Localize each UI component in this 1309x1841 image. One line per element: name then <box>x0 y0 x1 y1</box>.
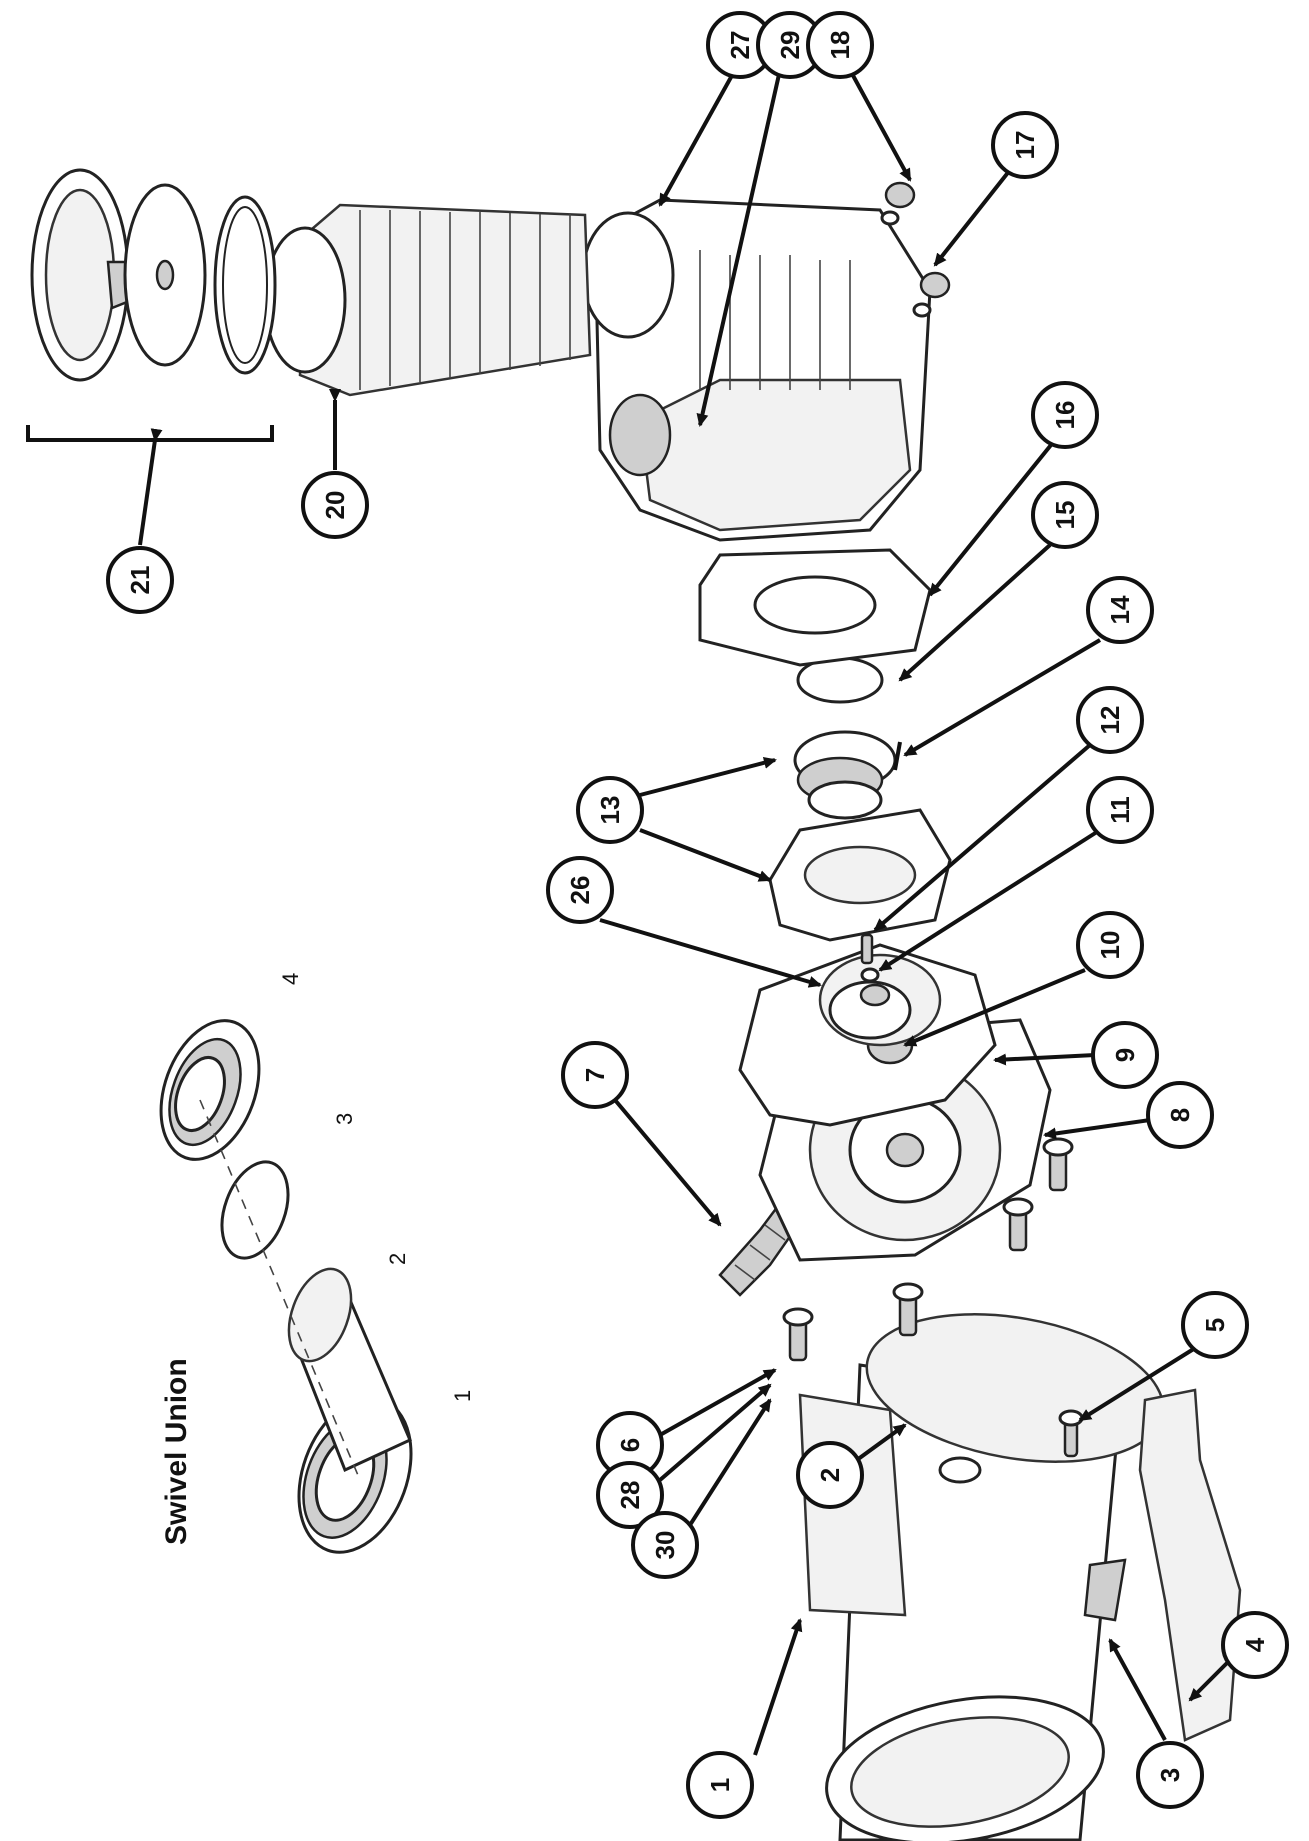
svg-text:7: 7 <box>580 1068 610 1082</box>
callout-18: 18 <box>806 11 874 79</box>
impeller <box>818 953 942 1047</box>
diffuser <box>768 730 952 942</box>
pump-housing <box>581 198 932 542</box>
svg-text:16: 16 <box>1050 401 1080 430</box>
callout-17: 17 <box>991 111 1059 179</box>
bolt <box>1058 1409 1084 1458</box>
callout-30: 30 <box>631 1511 699 1579</box>
callout-20: 20 <box>301 471 369 539</box>
callout-2: 2 <box>796 1441 864 1509</box>
swivel-union-label-3: 3 <box>332 1113 357 1125</box>
callout-5: 5 <box>1181 1291 1249 1359</box>
callout-7: 7 <box>561 1041 629 1109</box>
union-centerline <box>199 1099 361 1481</box>
callout-3: 3 <box>1136 1741 1204 1809</box>
svg-text:10: 10 <box>1095 931 1125 960</box>
callout-1: 1 <box>686 1751 754 1819</box>
union-threaded-adapter <box>159 1019 261 1161</box>
svg-text:27: 27 <box>725 31 755 60</box>
bolt <box>1002 1197 1034 1252</box>
housing-strainer-opening <box>581 211 675 339</box>
housing-inlet-port <box>608 393 672 477</box>
motor-shim <box>1083 1558 1127 1622</box>
svg-text:29: 29 <box>775 31 805 60</box>
callout-10: 10 <box>1076 911 1144 979</box>
svg-text:13: 13 <box>595 796 625 825</box>
swivel-union-group: Swivel Union 1 2 3 4 <box>159 973 475 1554</box>
callout-8: 8 <box>1146 1081 1214 1149</box>
strainer-basket <box>263 203 592 397</box>
basket-ribs <box>359 210 571 390</box>
svg-text:4: 4 <box>1240 1637 1270 1652</box>
swivel-union-label-4: 4 <box>278 973 303 985</box>
motor-shaft <box>938 1456 982 1484</box>
drain-plug <box>880 181 916 226</box>
svg-text:26: 26 <box>565 876 595 905</box>
svg-text:28: 28 <box>615 1481 645 1510</box>
swivel-union-label-1: 1 <box>450 1390 475 1402</box>
drain-plug <box>912 271 951 318</box>
svg-text:14: 14 <box>1105 595 1135 624</box>
callout-14: 14 <box>1086 576 1154 644</box>
callout-26: 26 <box>546 856 614 924</box>
callout-15: 15 <box>1031 481 1099 549</box>
svg-text:12: 12 <box>1095 706 1125 735</box>
leader-lines <box>138 69 1232 1756</box>
svg-text:5: 5 <box>1200 1318 1230 1332</box>
callout-4: 4 <box>1221 1611 1289 1679</box>
svg-text:2: 2 <box>815 1468 845 1482</box>
swivel-union-title: Swivel Union <box>160 1358 193 1545</box>
svg-text:1: 1 <box>705 1778 735 1792</box>
callout-27: 27 <box>706 11 774 79</box>
svg-text:17: 17 <box>1010 131 1040 160</box>
motor-base <box>1138 1388 1242 1742</box>
housing-gasket-opening <box>753 575 877 635</box>
lid-o-ring <box>213 195 277 375</box>
strainer-lid-assembly <box>30 168 277 382</box>
callout-9: 9 <box>1091 1021 1159 1089</box>
bolt <box>892 1282 924 1337</box>
bolt <box>1042 1137 1074 1192</box>
callout-6: 6 <box>596 1411 664 1479</box>
union-tailpiece <box>287 1267 412 1473</box>
svg-text:3: 3 <box>1155 1768 1185 1782</box>
svg-text:11: 11 <box>1105 796 1135 824</box>
callout-11: 11 <box>1086 776 1154 844</box>
svg-text:15: 15 <box>1050 501 1080 530</box>
svg-text:21: 21 <box>125 566 155 595</box>
callout-16: 16 <box>1031 381 1099 449</box>
motor-assembly <box>798 1313 1165 1841</box>
svg-text:18: 18 <box>825 31 855 60</box>
diffuser-pin <box>893 741 902 771</box>
callout-28: 28 <box>596 1461 664 1529</box>
svg-text:6: 6 <box>615 1438 645 1452</box>
lid-assembly-bracket <box>26 425 274 442</box>
svg-text:30: 30 <box>650 1531 680 1560</box>
svg-text:9: 9 <box>1110 1048 1140 1062</box>
union-o-ring <box>220 1160 290 1260</box>
callout-21: 21 <box>106 546 174 614</box>
callout-12: 12 <box>1076 686 1144 754</box>
bolt <box>782 1307 814 1362</box>
callout-13: 13 <box>576 776 644 844</box>
svg-text:8: 8 <box>1165 1108 1195 1122</box>
housing-fins <box>699 250 851 390</box>
impeller-screw <box>860 933 874 965</box>
impeller-washer <box>860 967 880 983</box>
swivel-union-label-2: 2 <box>385 1253 410 1265</box>
svg-text:20: 20 <box>320 491 350 520</box>
